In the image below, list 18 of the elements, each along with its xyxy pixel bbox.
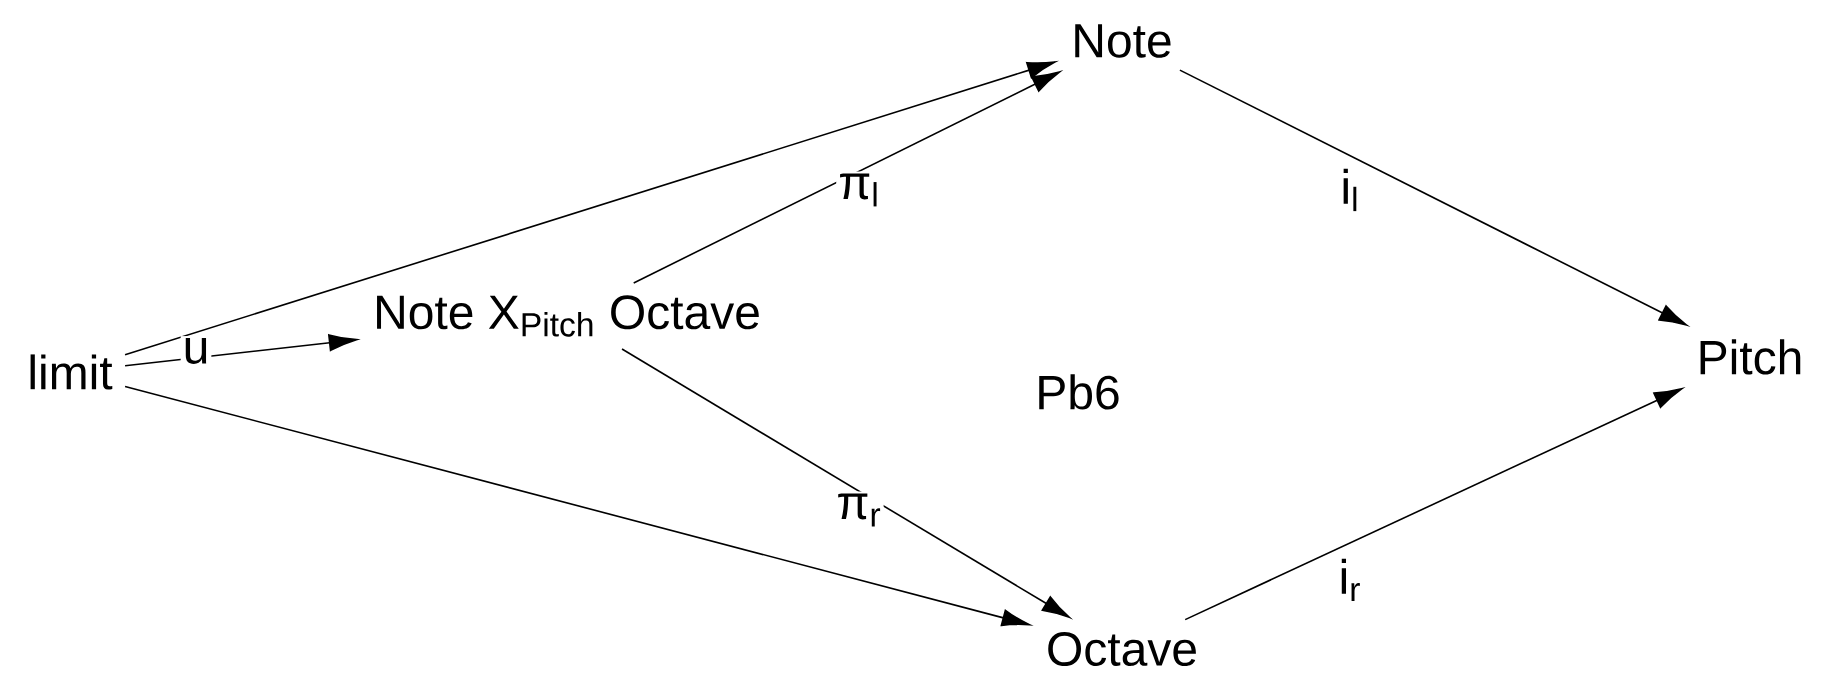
arrow (1184, 388, 1683, 621)
edge-label: u (180, 336, 212, 366)
edge-label: i$_{l}$ (1338, 166, 1362, 214)
node-label: Note X$_{Pitch}$ Octave (377, 295, 759, 337)
node-label: Note (1075, 24, 1171, 58)
arrow (632, 71, 1061, 284)
edge-label: π$_{l}$ (836, 171, 882, 209)
edge-label: i$_{r}$ (1336, 556, 1364, 604)
arrow (1179, 69, 1688, 326)
arrow (124, 61, 1056, 356)
arrow (124, 385, 1031, 627)
diagram-label: Pb6 (1039, 374, 1119, 410)
node-label: Pitch (1700, 339, 1801, 375)
arrow (124, 334, 358, 367)
arrow (621, 348, 1071, 619)
node-label: limit (30, 354, 113, 390)
node-label: Octave (1048, 632, 1196, 666)
edge-label: π$_{r}$ (834, 491, 884, 529)
